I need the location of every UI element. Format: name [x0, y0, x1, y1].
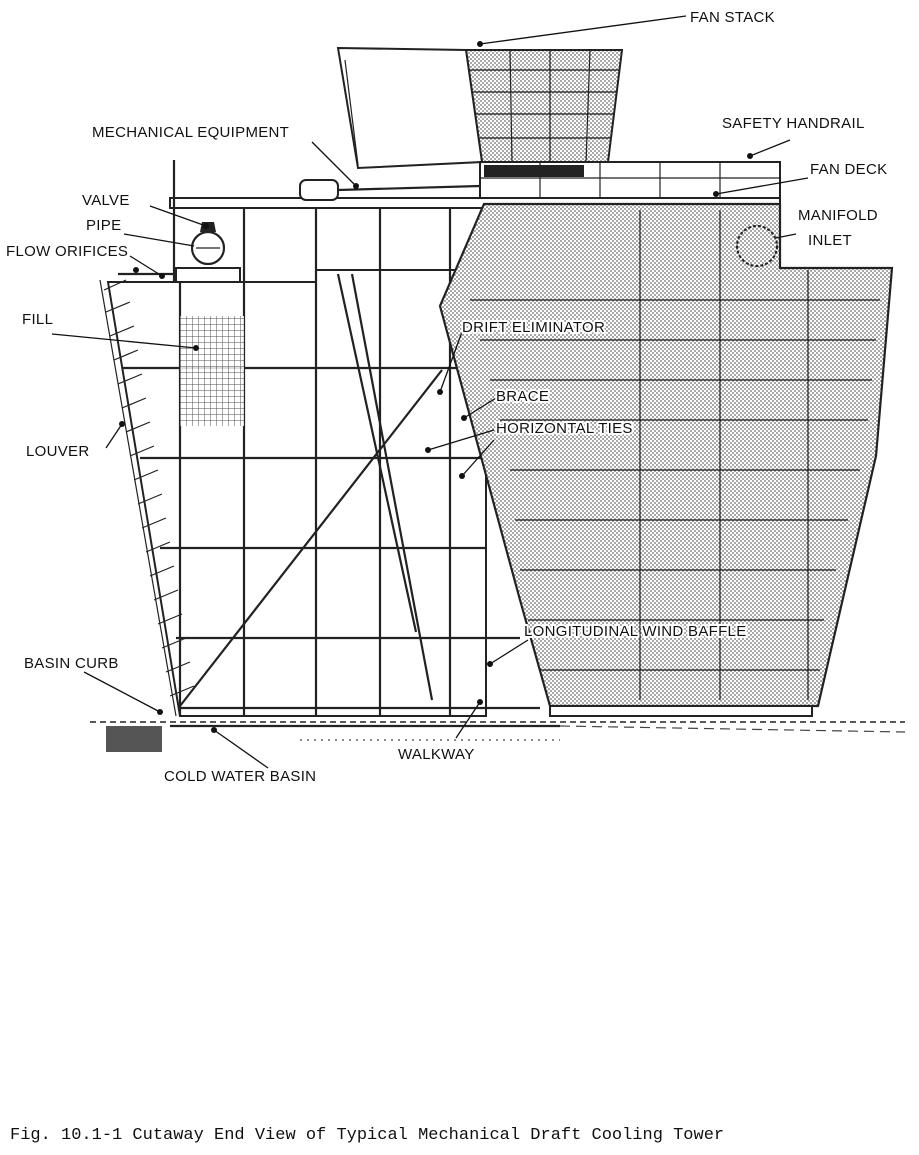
label-inlet: INLET — [808, 232, 852, 249]
label-fan-stack: FAN STACK — [690, 9, 775, 26]
louvers — [99, 279, 195, 717]
label-basin-curb: BASIN CURB — [24, 655, 119, 672]
label-fan-deck: FAN DECK — [810, 161, 887, 178]
label-fill: FILL — [22, 311, 53, 328]
fan-deck — [169, 160, 781, 282]
cooling-tower-diagram: FAN STACK MECHANICAL EQUIPMENT SAFETY HA… — [6, 9, 906, 785]
label-horizontal-ties: HORIZONTAL TIES — [496, 420, 633, 437]
figure-caption: Fig. 10.1-1 Cutaway End View of Typical … — [10, 1126, 725, 1145]
fan-stack — [336, 46, 624, 170]
label-flow-orifices: FLOW ORIFICES — [6, 243, 128, 260]
tower-frame — [99, 208, 540, 717]
label-longitudinal-wind-baffle: LONGITUDINAL WIND BAFFLE — [524, 623, 747, 640]
label-safety-handrail: SAFETY HANDRAIL — [722, 115, 865, 132]
distribution-pipe — [118, 222, 241, 283]
label-drift-eliminator: DRIFT ELIMINATOR — [462, 319, 605, 336]
leader-lines — [51, 15, 809, 769]
label-valve: VALVE — [82, 192, 130, 209]
label-manifold: MANIFOLD — [798, 207, 878, 224]
label-brace: BRACE — [496, 388, 549, 405]
label-mechanical-equipment: MECHANICAL EQUIPMENT — [92, 124, 289, 141]
tower-casing — [438, 202, 894, 717]
label-walkway: WALKWAY — [398, 746, 475, 763]
fill-pack — [180, 316, 244, 426]
manifold-inlet-ring — [736, 225, 778, 267]
label-pipe: PIPE — [86, 217, 121, 234]
ground — [90, 721, 906, 752]
label-cold-water-basin: COLD WATER BASIN — [164, 768, 316, 785]
label-louver: LOUVER — [26, 443, 90, 460]
